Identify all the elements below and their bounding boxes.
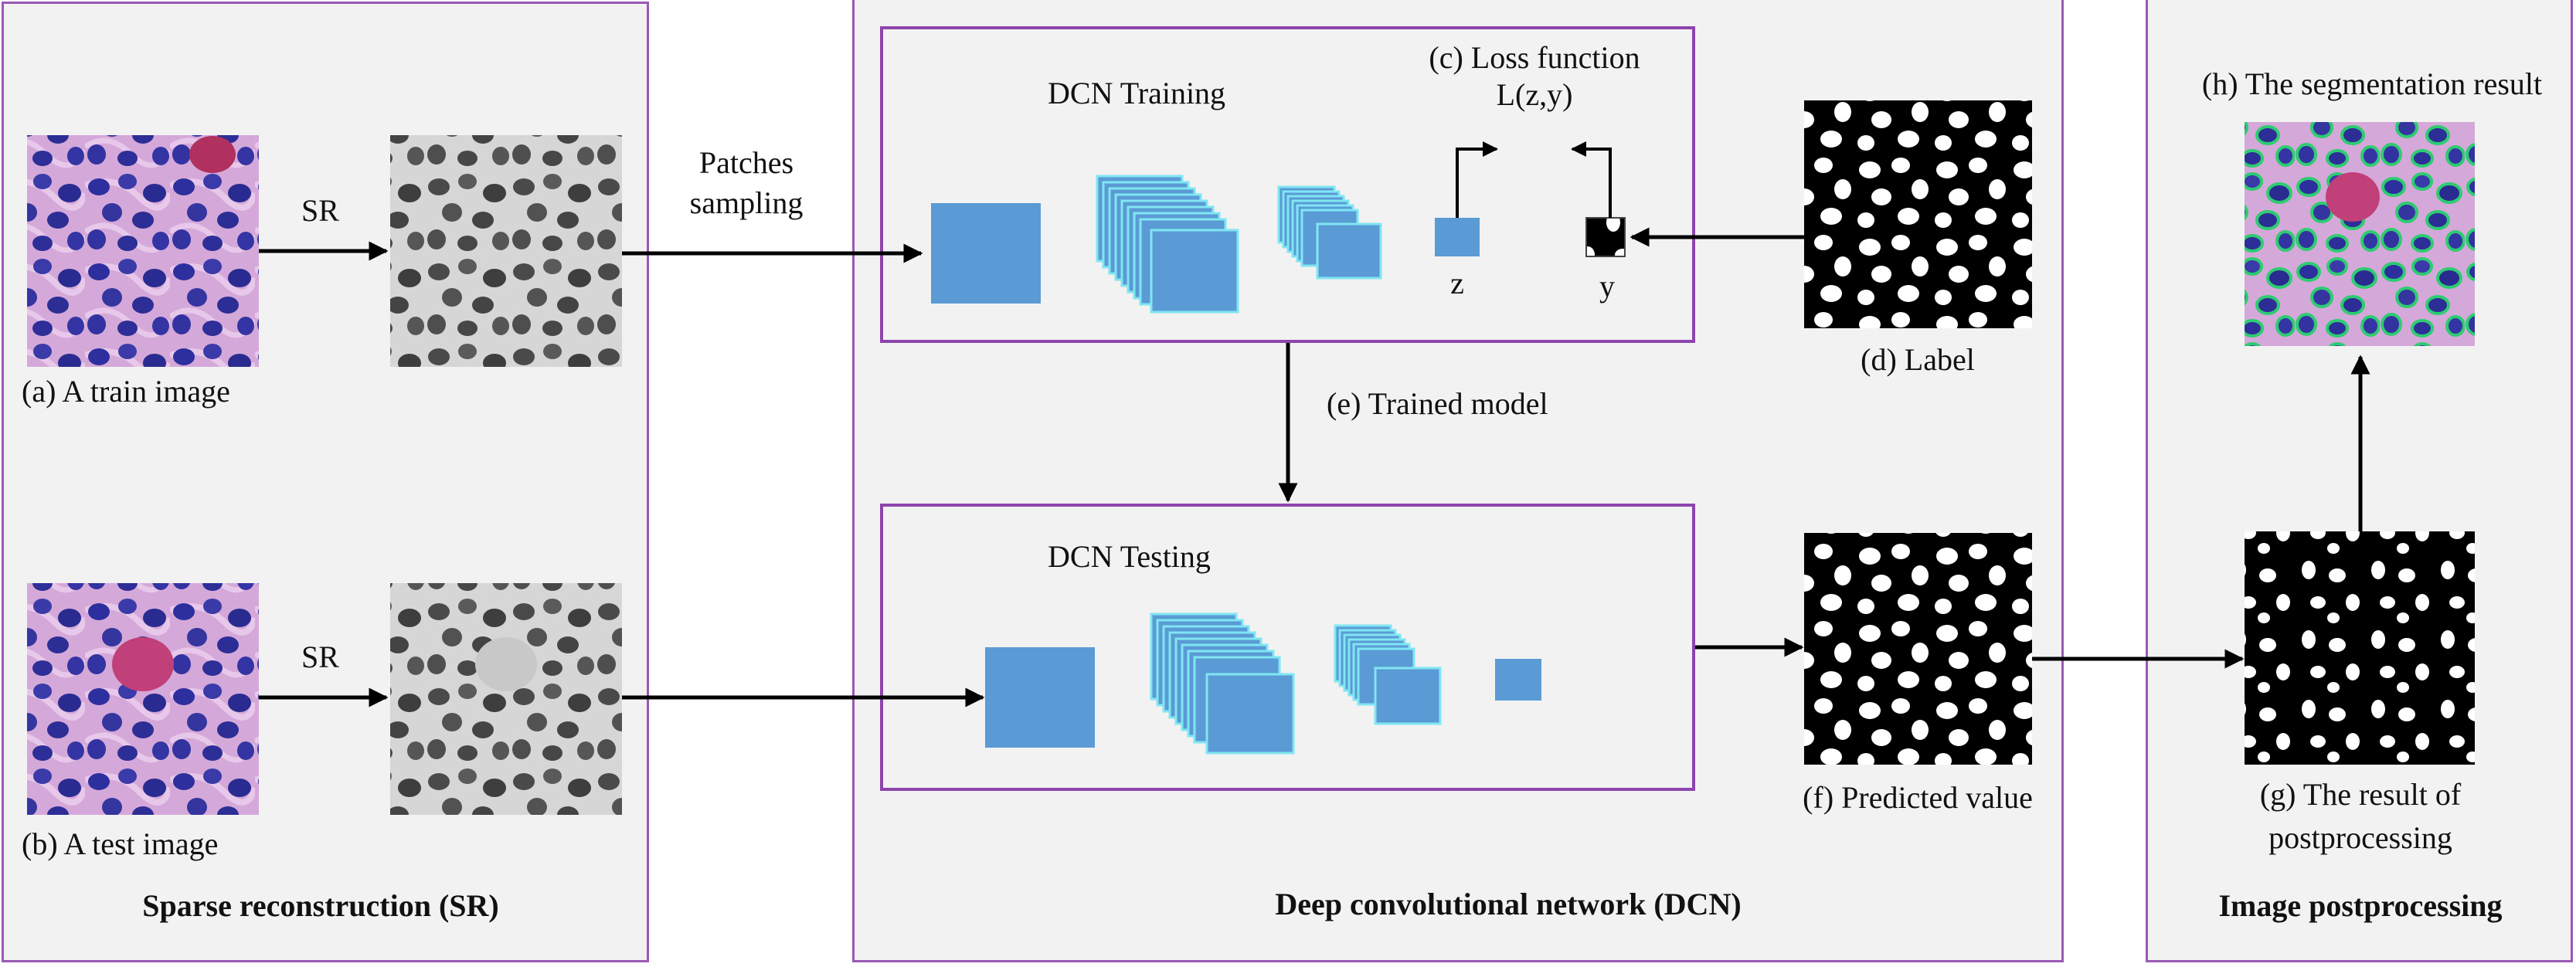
postprocessing-panel-title: Image postprocessing [2218,888,2503,923]
test-image-red-cell [112,637,174,691]
patches-label-line1: Patches [698,145,794,180]
loss-function-line1: (c) Loss function [1429,40,1640,75]
loss-function-line2: L(z,y) [1496,77,1573,112]
patches-label-line2: sampling [689,185,804,220]
segmentation-result-caption: (h) The segmentation result [2201,66,2543,101]
label-y-patch [1585,217,1626,257]
label-y-text: y [1599,269,1615,304]
segmentation-red-cell [2326,172,2380,222]
postprocessing-caption-line1: (g) The result of [2259,777,2462,812]
train-input-block [931,203,1041,304]
label-caption: (d) Label [1861,342,1975,377]
sr-panel-title: Sparse reconstruction (SR) [142,888,499,923]
test-conv-stack-2 [1334,624,1442,725]
output-z-block [1435,218,1480,256]
sr-label-top: SR [301,193,339,228]
loss-arrow-z [1456,141,1498,218]
dcn-testing-title: DCN Testing [1048,539,1211,574]
train-image-caption: (a) A train image [22,374,230,409]
test-image [27,583,259,815]
trained-model-label: (e) Trained model [1327,386,1548,421]
train-image [27,135,259,367]
train-image-red-cell [189,136,236,173]
train-conv-stack-1 [1096,175,1239,314]
train-sr-image [390,135,622,367]
label-mask-image [1804,100,2032,328]
dcn-training-box [880,26,1695,343]
sr-label-bottom: SR [301,640,339,674]
test-output-block [1495,659,1541,701]
dcn-training-title: DCN Training [1048,76,1226,110]
postprocessing-caption-line2: postprocessing [2268,820,2452,855]
test-input-block [985,647,1095,748]
postprocessed-mask-image [2245,531,2475,765]
test-sr-highlight [475,637,537,691]
test-conv-stack-1 [1150,612,1295,755]
test-sr-image [390,583,622,815]
output-z-label: z [1450,266,1464,300]
predicted-value-caption: (f) Predicted value [1803,780,2033,815]
predicted-mask-image [1804,533,2032,765]
test-image-caption: (b) A test image [22,826,219,861]
train-conv-stack-2 [1277,185,1382,280]
segmentation-result-image [2245,122,2475,346]
loss-arrow-y [1571,141,1612,218]
dcn-testing-box [880,504,1695,791]
dcn-panel-title: Deep convolutional network (DCN) [1275,887,1742,921]
